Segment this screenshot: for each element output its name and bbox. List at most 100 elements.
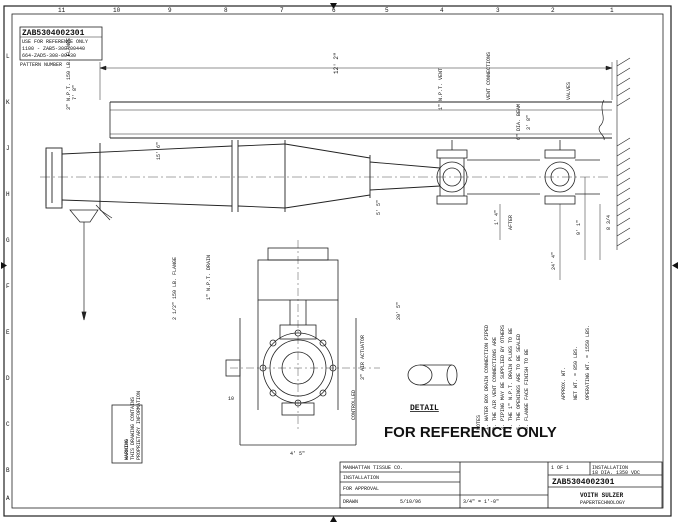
header-drawing-number: ZAB5304002301	[22, 29, 85, 38]
note-line: 5. THE OPENINGS ARE TO BE SEALED	[516, 334, 522, 430]
title-drawn: DRAWN	[343, 499, 358, 505]
border-number: 8	[224, 7, 228, 14]
weights-block: APPROX. WT. NET WT. = 850 LBS. OPERATING…	[561, 325, 591, 400]
border-number: 2	[551, 7, 555, 14]
pipe-detail	[407, 364, 458, 386]
title-company-sub: PAPERTECHNOLOGY	[580, 500, 625, 506]
border-letter: G	[6, 237, 10, 244]
dimension-label: 7' 8"	[72, 85, 78, 100]
dimension-label: 24' 4"	[551, 252, 557, 270]
note-line: 4. THE 1" N.P.T. DRAIN PLUGS TO BE	[508, 328, 514, 430]
header-box: ZAB5304002301 USE FOR REFERENCE ONLY 110…	[19, 26, 103, 68]
callout-drain: 1" N.P.T. DRAIN	[206, 255, 212, 300]
header-line: 664-ZAD5-308-00430	[22, 53, 76, 59]
cyclone-body	[45, 140, 441, 212]
callout-beam: 6" DIA. BEAM	[516, 104, 522, 140]
title-line: INSTALLATION	[592, 465, 628, 471]
callout-actuator: 3" AIR ACTUATOR	[360, 335, 366, 380]
border-letter: D	[6, 375, 10, 382]
warning-line: WARNING	[124, 439, 130, 460]
border-number: 3	[496, 7, 500, 14]
border-number: 10	[113, 7, 121, 14]
right-dimensions	[499, 177, 601, 280]
border-number: 5	[385, 7, 389, 14]
callout-vent: 1" N.P.T. VENT	[438, 68, 444, 110]
warning-text: WARNING THIS DRAWING CONTAINS PROPRIETAR…	[124, 391, 142, 460]
border-number: 6	[332, 7, 336, 14]
border-letter: H	[6, 191, 10, 198]
dimension-label: 8 3/4	[606, 215, 612, 230]
section-label: DETAIL	[410, 404, 439, 413]
weight-operating: OPERATING WT. = 1550 LBS.	[585, 325, 591, 400]
border-number: 7	[280, 7, 284, 14]
reference-stamp: FOR REFERENCE ONLY	[384, 424, 557, 441]
border-number: 4	[440, 7, 444, 14]
weight-net: NET WT. = 850 LBS.	[573, 346, 579, 400]
valve-assembly-1	[436, 140, 540, 205]
border-number: 11	[58, 7, 66, 14]
dimension-label: 9' 1"	[576, 220, 582, 235]
side-border-letters: L K J H G F E D C B A	[6, 53, 10, 502]
center-mark-bottom	[330, 516, 337, 522]
dimension-label: 4' 5"	[290, 451, 305, 457]
notes-heading: NOTES	[476, 415, 482, 430]
title-line: 18 DIA. 1350 VDC	[592, 470, 640, 476]
inlet-support	[69, 204, 113, 321]
front-view	[225, 240, 380, 446]
outer-border	[3, 5, 672, 517]
notes-block: NOTES 1. WATER BOX DRAIN CONNECTION PIPE…	[476, 325, 530, 430]
overall-dimension	[99, 62, 613, 100]
center-mark-left	[1, 262, 7, 269]
weight-approx: APPROX. WT.	[561, 367, 567, 400]
warning-label	[111, 404, 143, 464]
border-number: 9	[168, 7, 172, 14]
title-scale: 3/4" = 1'-0"	[463, 499, 499, 505]
callout-flange-left: 3" N.P.T. 150 LB. FLANGE	[66, 38, 72, 110]
border-letter: C	[6, 421, 10, 428]
wall-hatch	[616, 57, 631, 250]
border-letter: B	[6, 467, 10, 474]
border-letter: A	[6, 495, 10, 502]
center-mark-top	[330, 3, 337, 9]
dimension-label: 1' 4"	[494, 210, 500, 225]
warning-line: PROPRIETARY INFORMATION	[136, 391, 142, 460]
callout-valves: VALVES	[566, 82, 572, 100]
dimension-label: 15' 6"	[156, 142, 162, 160]
note-line: 1. WATER BOX DRAIN CONNECTION PIPED	[484, 325, 490, 430]
title-block	[339, 461, 663, 509]
callout-flange-mid: 2 1/2" 150 LB. FLANGE	[172, 257, 178, 320]
border-letter: J	[6, 145, 10, 152]
title-sheet: 1 OF 1	[551, 465, 569, 471]
border-letter: K	[6, 99, 10, 106]
title-approval: FOR APPROVAL	[343, 486, 379, 492]
header-line: USE FOR REFERENCE ONLY	[22, 39, 88, 45]
warning-line: THIS DRAWING CONTAINS	[130, 397, 136, 460]
title-company: VOITH SULZER	[580, 492, 624, 499]
border-letter: L	[6, 53, 10, 60]
border-number: 1	[610, 7, 614, 14]
overall-dimension-label: 12' 2"	[333, 52, 340, 74]
title-customer-sub: INSTALLATION	[343, 475, 379, 481]
header-line: 1100 - ZAB5-308-00440	[22, 46, 85, 52]
border-letter: E	[6, 329, 10, 336]
dimension-label: 3' 8"	[526, 115, 532, 130]
valve-assembly-2	[544, 140, 600, 205]
callout-controlled: CONTROLLED	[351, 390, 357, 420]
title-drawing-number: ZAB5304002301	[552, 478, 615, 487]
dimension-label: 20' 5"	[396, 302, 402, 320]
top-border-numbers: 11 10 9 8 7 6 5 4 3 2 1	[58, 7, 614, 14]
note-line: 3. PIPING MAY BE SUPPLIED BY OTHERS	[500, 325, 506, 430]
title-customer: MANHATTAN TISSUE CO.	[343, 465, 403, 471]
dimension-label: 5' 5"	[376, 200, 382, 215]
center-mark-right	[672, 262, 678, 269]
note-line: 6. FLANGE FACE FINISH TO BE	[524, 349, 530, 430]
border-letter: F	[6, 283, 10, 290]
callout-vent-connections: VENT CONNECTIONS	[486, 52, 492, 100]
inner-border	[11, 13, 664, 509]
title-date: 5/10/96	[400, 499, 421, 505]
dimension-label: 10	[228, 396, 234, 402]
note-line: 2. THE AIR VENT CONNECTIONS ARE	[492, 337, 498, 430]
